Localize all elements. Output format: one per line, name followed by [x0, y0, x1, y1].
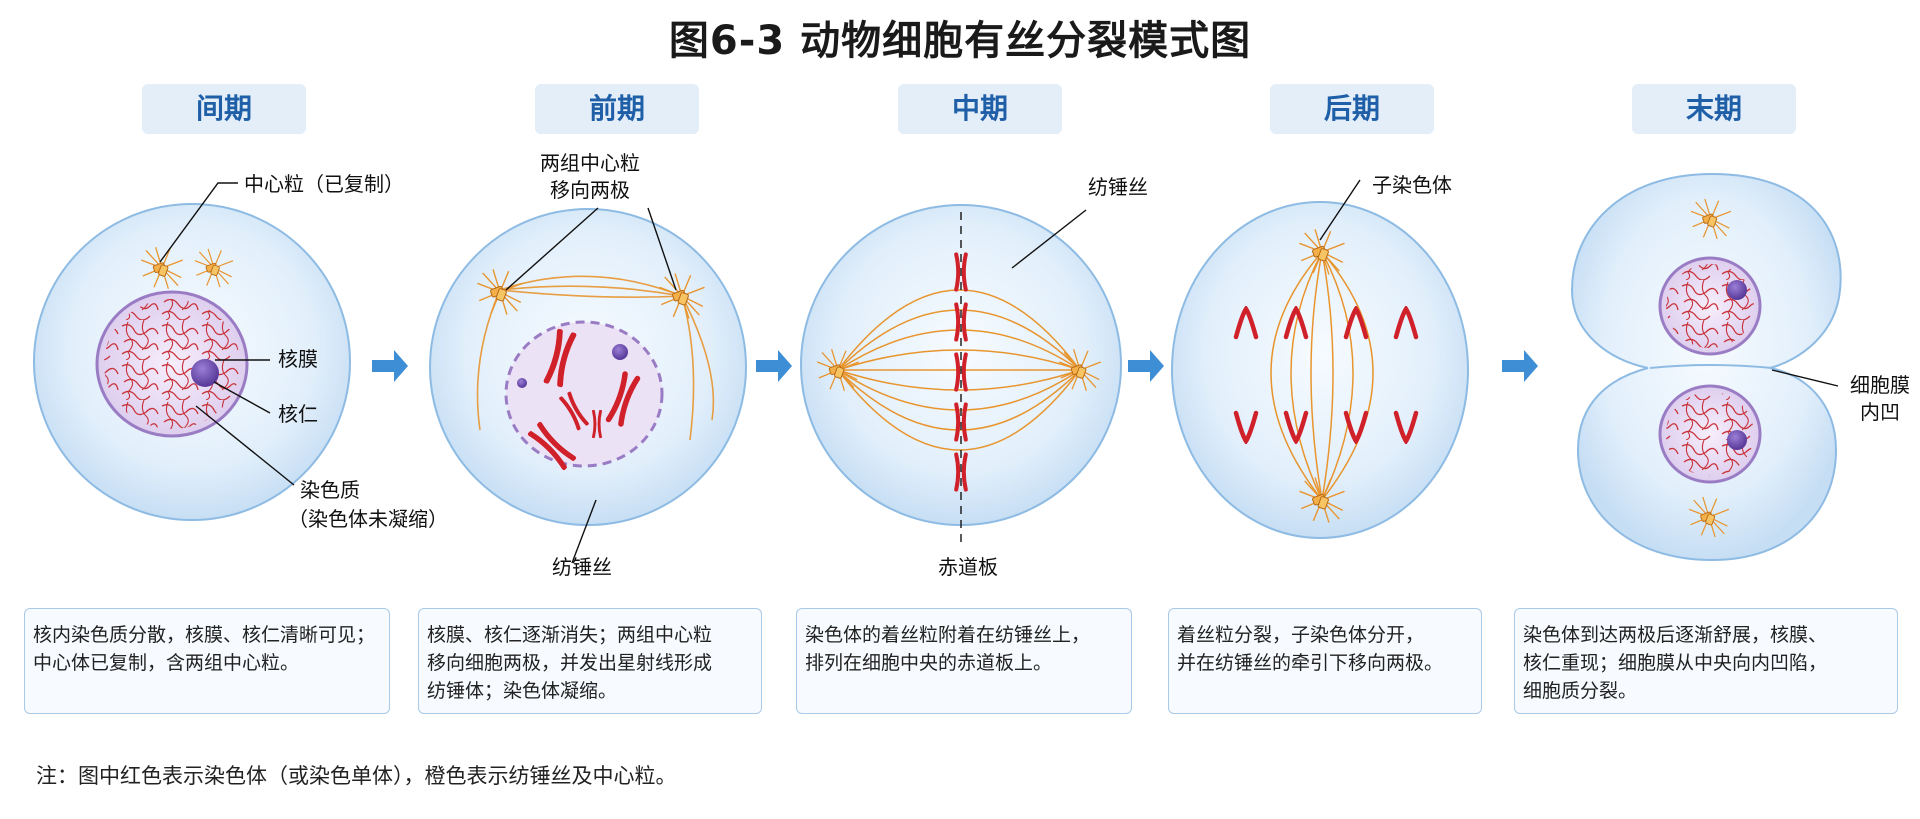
phase-label-metaphase: 中期 [898, 84, 1062, 134]
arrow-right-icon [1502, 350, 1538, 382]
phase-label-interphase: 间期 [142, 84, 306, 134]
label-membrane-infold-2: 内凹 [1860, 400, 1900, 424]
desc-telophase: 染色体到达两极后逐渐舒展，核膜、 核仁重现；细胞膜从中央向内凹陷， 细胞质分裂。 [1514, 608, 1898, 714]
metaphase-cell [800, 204, 1122, 545]
label-spindle-metaphase: 纺锤丝 [1088, 175, 1148, 199]
desc-metaphase: 染色体的着丝粒附着在纺锤丝上， 排列在细胞中央的赤道板上。 [796, 608, 1132, 714]
label-nuclear-membrane: 核膜 [278, 347, 318, 371]
label-centriole-replicated: 中心粒（已复制） [244, 172, 404, 196]
label-equatorial-plate: 赤道板 [938, 555, 998, 579]
interphase-cell [33, 203, 351, 521]
arrow-right-icon [756, 350, 792, 382]
figure-title: 图6-3 动物细胞有丝分裂模式图 [668, 18, 1252, 64]
leader-lines [159, 179, 1839, 564]
anaphase-cell [1171, 201, 1469, 539]
footnote: 注：图中红色表示染色体（或染色单体），橙色表示纺锤丝及中心粒。 [36, 764, 677, 788]
arrow-right-icon [1128, 350, 1164, 382]
phase-label-telophase: 末期 [1632, 84, 1796, 134]
desc-prophase: 核膜、核仁逐渐消失；两组中心粒 移向细胞两极，并发出星射线形成 纺锤体；染色体凝… [418, 608, 762, 714]
label-centrioles-move-1: 两组中心粒 [540, 151, 640, 175]
label-centrioles-move-2: 移向两极 [550, 178, 630, 202]
phase-label-anaphase: 后期 [1270, 84, 1434, 134]
prophase-cell [429, 208, 747, 526]
label-chromatin: 染色质 [300, 478, 360, 502]
phase-label-prophase: 前期 [535, 84, 699, 134]
desc-interphase: 核内染色质分散，核膜、核仁清晰可见； 中心体已复制，含两组中心粒。 [24, 608, 390, 714]
arrow-right-icon [372, 350, 408, 382]
label-chromatin-note: （染色体未凝缩） [288, 507, 448, 531]
label-membrane-infold-1: 细胞膜 [1850, 373, 1910, 397]
telophase-cell [1570, 172, 1842, 562]
desc-anaphase: 着丝粒分裂，子染色体分开， 并在纺锤丝的牵引下移向两极。 [1168, 608, 1482, 714]
label-spindle-prophase: 纺锤丝 [552, 555, 612, 579]
label-nucleolus: 核仁 [278, 402, 318, 426]
label-daughter-chromosome: 子染色体 [1372, 173, 1452, 197]
